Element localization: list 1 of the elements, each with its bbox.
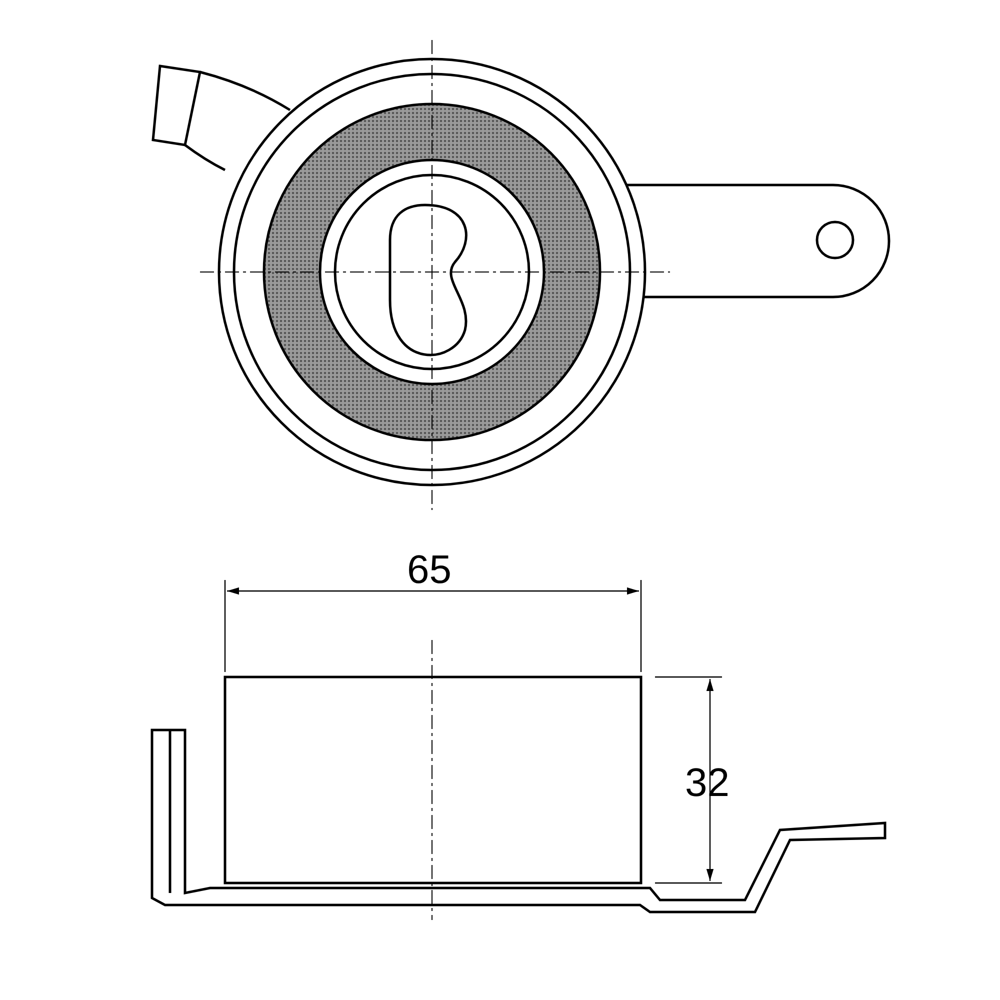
dimension-label: 65 — [407, 550, 452, 590]
